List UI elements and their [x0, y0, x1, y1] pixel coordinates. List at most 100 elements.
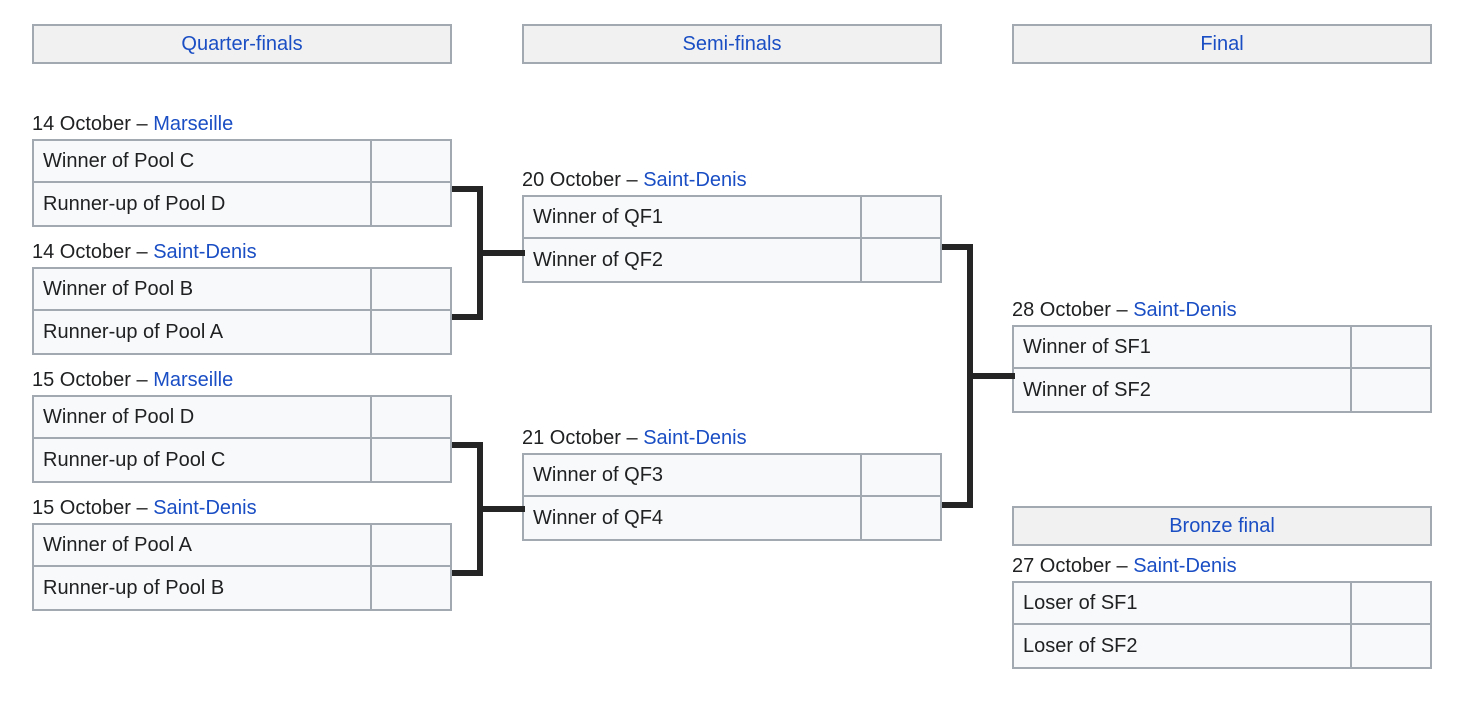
match-sf1: 20 October – Saint-Denis Winner of QF1 W… [522, 168, 942, 283]
score-cell [372, 139, 452, 183]
match-sf2: 21 October – Saint-Denis Winner of QF3 W… [522, 426, 942, 541]
score-cell [1352, 369, 1432, 413]
match-qf1: 14 October – Marseille Winner of Pool C … [32, 112, 452, 227]
connector-qf1-to-sf1 [452, 186, 483, 192]
connector-qf2-to-sf1 [452, 314, 483, 320]
match-venue-link[interactable]: Saint-Denis [1133, 299, 1237, 321]
score-cell [862, 239, 942, 283]
score-cell [372, 567, 452, 611]
match-venue-link[interactable]: Marseille [153, 113, 234, 135]
round-header-label[interactable]: Final [1200, 33, 1244, 55]
score-cell [1352, 325, 1432, 369]
team-name-cell: Winner of Pool C [32, 139, 372, 183]
match-date: 28 October [1012, 299, 1111, 321]
match-table: Winner of QF1 Winner of QF2 [522, 195, 942, 283]
team-name-cell: Winner of Pool B [32, 267, 372, 311]
score-cell [372, 267, 452, 311]
table-row: Loser of SF2 [1012, 625, 1432, 669]
team-name-cell: Winner of SF2 [1012, 369, 1352, 413]
match-caption: 15 October – Saint-Denis [32, 496, 452, 520]
match-caption: 27 October – Saint-Denis [1012, 554, 1432, 578]
match-date: 27 October [1012, 555, 1111, 577]
match-table: Winner of Pool C Runner-up of Pool D [32, 139, 452, 227]
connector-spine-sf2-out [477, 506, 525, 512]
match-venue-link[interactable]: Saint-Denis [153, 241, 257, 263]
match-caption: 14 October – Saint-Denis [32, 240, 452, 264]
score-cell [372, 523, 452, 567]
table-row: Runner-up of Pool B [32, 567, 452, 611]
round-header-label[interactable]: Quarter-finals [181, 33, 303, 55]
table-row: Winner of Pool C [32, 139, 452, 183]
match-date: 14 October [32, 113, 131, 135]
team-name-cell: Winner of QF1 [522, 195, 862, 239]
match-bronze-final: 27 October – Saint-Denis Loser of SF1 Lo… [1012, 554, 1432, 669]
match-table: Loser of SF1 Loser of SF2 [1012, 581, 1432, 669]
match-date: 15 October [32, 369, 131, 391]
table-row: Winner of QF2 [522, 239, 942, 283]
match-final: 28 October – Saint-Denis Winner of SF1 W… [1012, 298, 1432, 413]
score-cell [1352, 581, 1432, 625]
connector-sf1-to-final [942, 244, 973, 250]
match-separator: – [136, 113, 148, 135]
match-qf2: 14 October – Saint-Denis Winner of Pool … [32, 240, 452, 355]
round-header-label[interactable]: Semi-finals [682, 33, 782, 55]
table-row: Winner of QF1 [522, 195, 942, 239]
team-name-cell: Loser of SF1 [1012, 581, 1352, 625]
round-header-final: Final [1012, 24, 1432, 64]
connector-qf3-to-sf2 [452, 442, 483, 448]
team-name-cell: Winner of QF3 [522, 453, 862, 497]
round-header-semi-finals: Semi-finals [522, 24, 942, 64]
round-header-bronze-final: Bronze final [1012, 506, 1432, 546]
team-name-cell: Loser of SF2 [1012, 625, 1352, 669]
connector-sf2-to-final [942, 502, 973, 508]
match-qf3: 15 October – Marseille Winner of Pool D … [32, 368, 452, 483]
table-row: Winner of Pool D [32, 395, 452, 439]
team-name-cell: Runner-up of Pool C [32, 439, 372, 483]
connector-spine-sf1-out [477, 250, 525, 256]
match-caption: 21 October – Saint-Denis [522, 426, 942, 450]
round-header-label[interactable]: Bronze final [1169, 515, 1275, 537]
score-cell [372, 311, 452, 355]
table-row: Runner-up of Pool D [32, 183, 452, 227]
table-row: Winner of Pool B [32, 267, 452, 311]
match-date: 15 October [32, 497, 131, 519]
match-venue-link[interactable]: Saint-Denis [643, 169, 747, 191]
match-table: Winner of Pool A Runner-up of Pool B [32, 523, 452, 611]
score-cell [862, 195, 942, 239]
score-cell [372, 183, 452, 227]
match-venue-link[interactable]: Saint-Denis [153, 497, 257, 519]
table-row: Runner-up of Pool A [32, 311, 452, 355]
match-separator: – [626, 169, 638, 191]
match-venue-link[interactable]: Marseille [153, 369, 234, 391]
table-row: Runner-up of Pool C [32, 439, 452, 483]
team-name-cell: Runner-up of Pool A [32, 311, 372, 355]
table-row: Winner of SF1 [1012, 325, 1432, 369]
team-name-cell: Runner-up of Pool B [32, 567, 372, 611]
team-name-cell: Runner-up of Pool D [32, 183, 372, 227]
connector-qf4-to-sf2 [452, 570, 483, 576]
match-table: Winner of QF3 Winner of QF4 [522, 453, 942, 541]
match-date: 21 October [522, 427, 621, 449]
match-table: Winner of Pool B Runner-up of Pool A [32, 267, 452, 355]
match-caption: 20 October – Saint-Denis [522, 168, 942, 192]
score-cell [862, 497, 942, 541]
table-row: Winner of Pool A [32, 523, 452, 567]
round-header-quarter-finals: Quarter-finals [32, 24, 452, 64]
match-venue-link[interactable]: Saint-Denis [1133, 555, 1237, 577]
match-table: Winner of SF1 Winner of SF2 [1012, 325, 1432, 413]
match-caption: 28 October – Saint-Denis [1012, 298, 1432, 322]
match-separator: – [626, 427, 638, 449]
table-row: Winner of QF4 [522, 497, 942, 541]
match-separator: – [1116, 299, 1128, 321]
match-venue-link[interactable]: Saint-Denis [643, 427, 747, 449]
team-name-cell: Winner of QF4 [522, 497, 862, 541]
table-row: Loser of SF1 [1012, 581, 1432, 625]
match-table: Winner of Pool D Runner-up of Pool C [32, 395, 452, 483]
match-separator: – [136, 241, 148, 263]
score-cell [372, 395, 452, 439]
score-cell [862, 453, 942, 497]
team-name-cell: Winner of Pool D [32, 395, 372, 439]
score-cell [372, 439, 452, 483]
table-row: Winner of SF2 [1012, 369, 1432, 413]
